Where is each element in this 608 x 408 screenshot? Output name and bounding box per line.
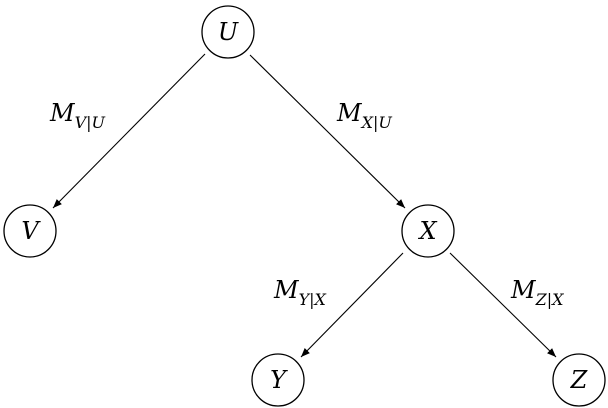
node-v-circle — [3, 204, 57, 258]
node-x: X — [401, 204, 455, 258]
edge-x-to-z — [449, 252, 557, 358]
node-y-circle — [251, 353, 305, 407]
node-u: U — [201, 5, 255, 59]
node-v: V — [3, 204, 57, 258]
node-z-circle — [552, 353, 606, 407]
node-u-label: U — [218, 18, 239, 46]
node-y: Y — [251, 353, 305, 407]
node-z-label: Z — [570, 366, 589, 394]
edge-label-z-given-x: MZ|X — [510, 276, 564, 309]
edge-label-x-given-u: MX|U — [336, 99, 392, 132]
node-x-circle — [401, 204, 455, 258]
node-y-label: Y — [270, 366, 288, 394]
node-z: Z — [552, 353, 606, 407]
edge-x-to-y — [300, 252, 404, 358]
edge-label-v-given-u: MV|U — [49, 99, 106, 132]
node-x-label: X — [417, 217, 437, 245]
edge-label-y-given-x: MY|X — [273, 276, 327, 309]
node-v-label: V — [21, 217, 41, 245]
edge-u-to-v — [52, 53, 206, 209]
edge-u-to-x — [249, 54, 406, 209]
node-u-circle — [201, 5, 255, 59]
